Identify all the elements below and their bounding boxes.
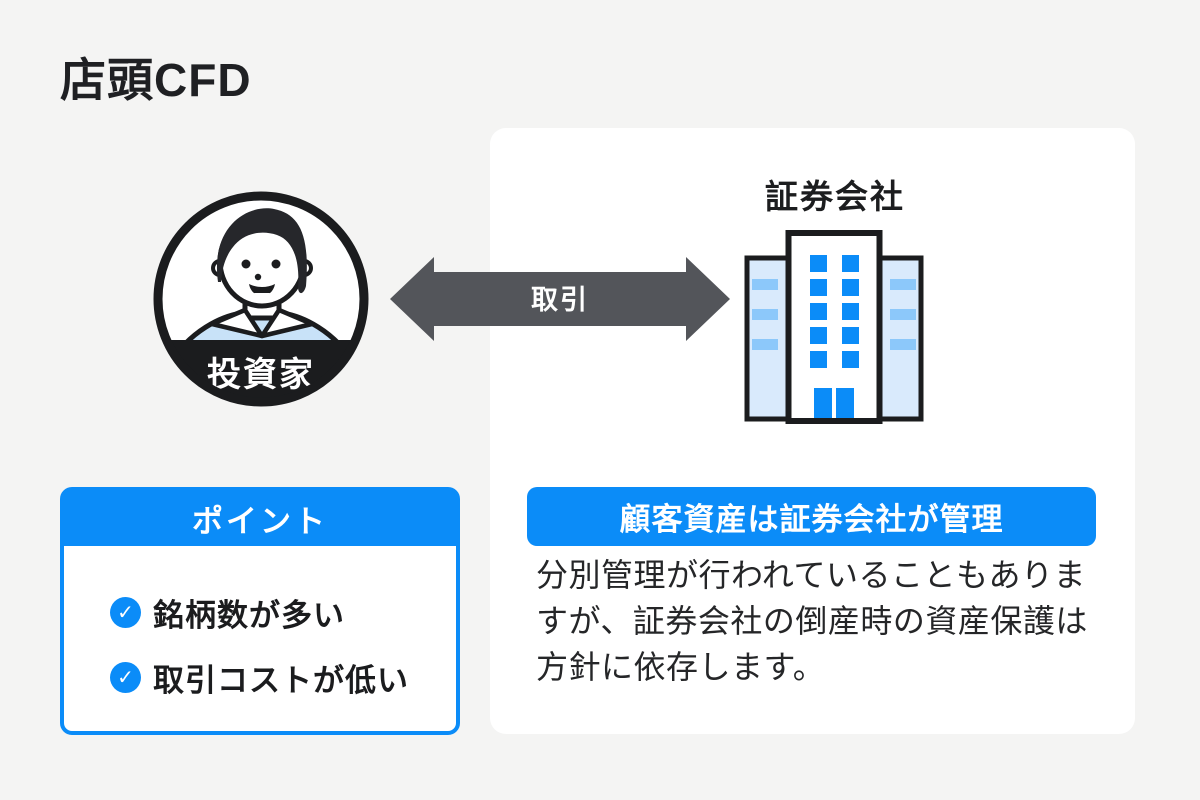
points-list: ✓ 銘柄数が多い ✓ 取引コストが低い <box>64 546 456 700</box>
points-card: ポイント ✓ 銘柄数が多い ✓ 取引コストが低い <box>60 487 460 735</box>
page-title: 店頭CFD <box>60 54 252 106</box>
securities-panel: 証券会社 <box>490 128 1135 734</box>
management-header-banner: 顧客資産は証券会社が管理 <box>527 487 1096 546</box>
trade-arrow-label: 取引 <box>531 285 589 315</box>
investor-avatar: 投資家 <box>153 191 369 407</box>
point-item-label: 取引コストが低い <box>153 663 409 698</box>
check-icon: ✓ <box>110 662 141 693</box>
list-item: ✓ 銘柄数が多い <box>110 590 456 635</box>
securities-company-label: 証券会社 <box>765 178 905 215</box>
building-icon <box>744 230 924 424</box>
trade-arrow-icon: 取引 <box>390 257 730 341</box>
check-icon: ✓ <box>110 597 141 628</box>
points-card-header: ポイント <box>64 491 456 546</box>
list-item: ✓ 取引コストが低い <box>110 655 456 700</box>
point-item-label: 銘柄数が多い <box>153 598 345 633</box>
management-body-text: 分別管理が行われていることもありますが、証券会社の倒産時の資産保護は方針に依存し… <box>536 557 1088 685</box>
investor-label: 投資家 <box>207 356 315 394</box>
